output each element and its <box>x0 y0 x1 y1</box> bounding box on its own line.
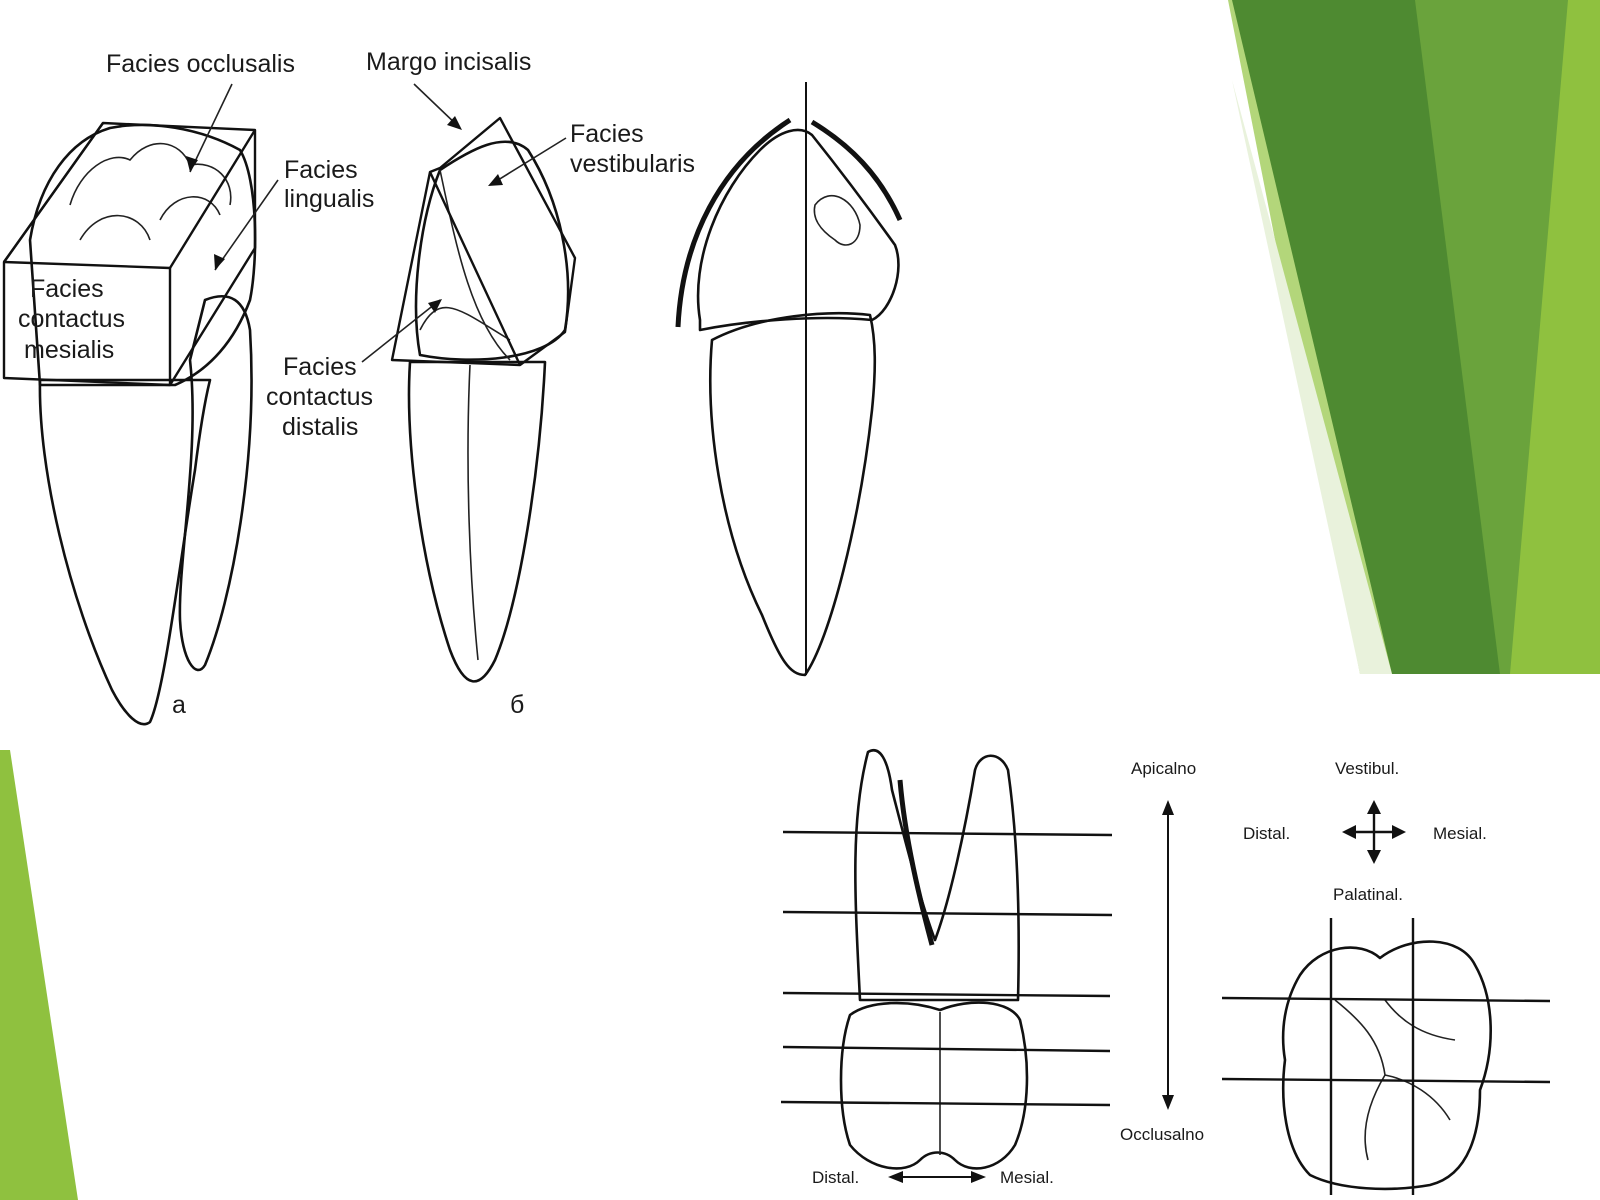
label-facies-contactus-mesialis-3: mesialis <box>24 336 114 364</box>
label-facies-contactus-distalis-3: distalis <box>282 413 358 441</box>
label-margo-incisalis: Margo incisalis <box>366 48 531 76</box>
tooth-figure-c <box>675 82 903 677</box>
tooth-side-view-sectioned <box>780 749 1113 1170</box>
label-facies-lingualis-1: Facies <box>284 156 358 184</box>
label-vestibul: Vestibul. <box>1335 759 1399 778</box>
top-figure-labels: Facies occlusalis Margo incisalis Facies… <box>18 48 695 719</box>
label-panel-b: б <box>510 691 524 719</box>
green-decoration-bottom-left <box>0 750 78 1200</box>
label-facies-lingualis-2: lingualis <box>284 185 374 213</box>
label-apicalno: Apicalno <box>1131 759 1196 778</box>
tooth-occlusal-view-gridded <box>1221 918 1551 1195</box>
label-panel-a: a <box>172 691 186 719</box>
label-facies-contactus-distalis-1: Facies <box>283 353 357 381</box>
direction-compass <box>1342 800 1406 864</box>
tooth-premolar-figure-b <box>361 83 577 683</box>
label-mesial-bottom: Mesial. <box>1000 1168 1054 1187</box>
label-facies-contactus-distalis-2: contactus <box>266 383 373 411</box>
label-distal-compass: Distal. <box>1243 824 1290 843</box>
axis-distal-mesial <box>888 1171 986 1183</box>
label-occlusalno: Occlusalno <box>1120 1125 1204 1144</box>
label-facies-vestibularis-1: Facies <box>570 120 644 148</box>
label-mesial-compass: Mesial. <box>1433 824 1487 843</box>
label-palatinal: Palatinal. <box>1333 885 1403 904</box>
label-facies-contactus-mesialis-1: Facies <box>30 275 104 303</box>
tooth-molar-figure-a <box>2 83 279 726</box>
green-decoration-top-right <box>1228 0 1600 674</box>
label-distal-bottom: Distal. <box>812 1168 859 1187</box>
label-facies-occlusalis: Facies occlusalis <box>106 50 295 78</box>
axis-apical-occlusal <box>1162 800 1174 1110</box>
label-facies-vestibularis-2: vestibularis <box>570 150 695 178</box>
bottom-figure-labels: Apicalno Occlusalno Distal. Mesial. Vest… <box>812 759 1487 1187</box>
label-facies-contactus-mesialis-2: contactus <box>18 305 125 333</box>
